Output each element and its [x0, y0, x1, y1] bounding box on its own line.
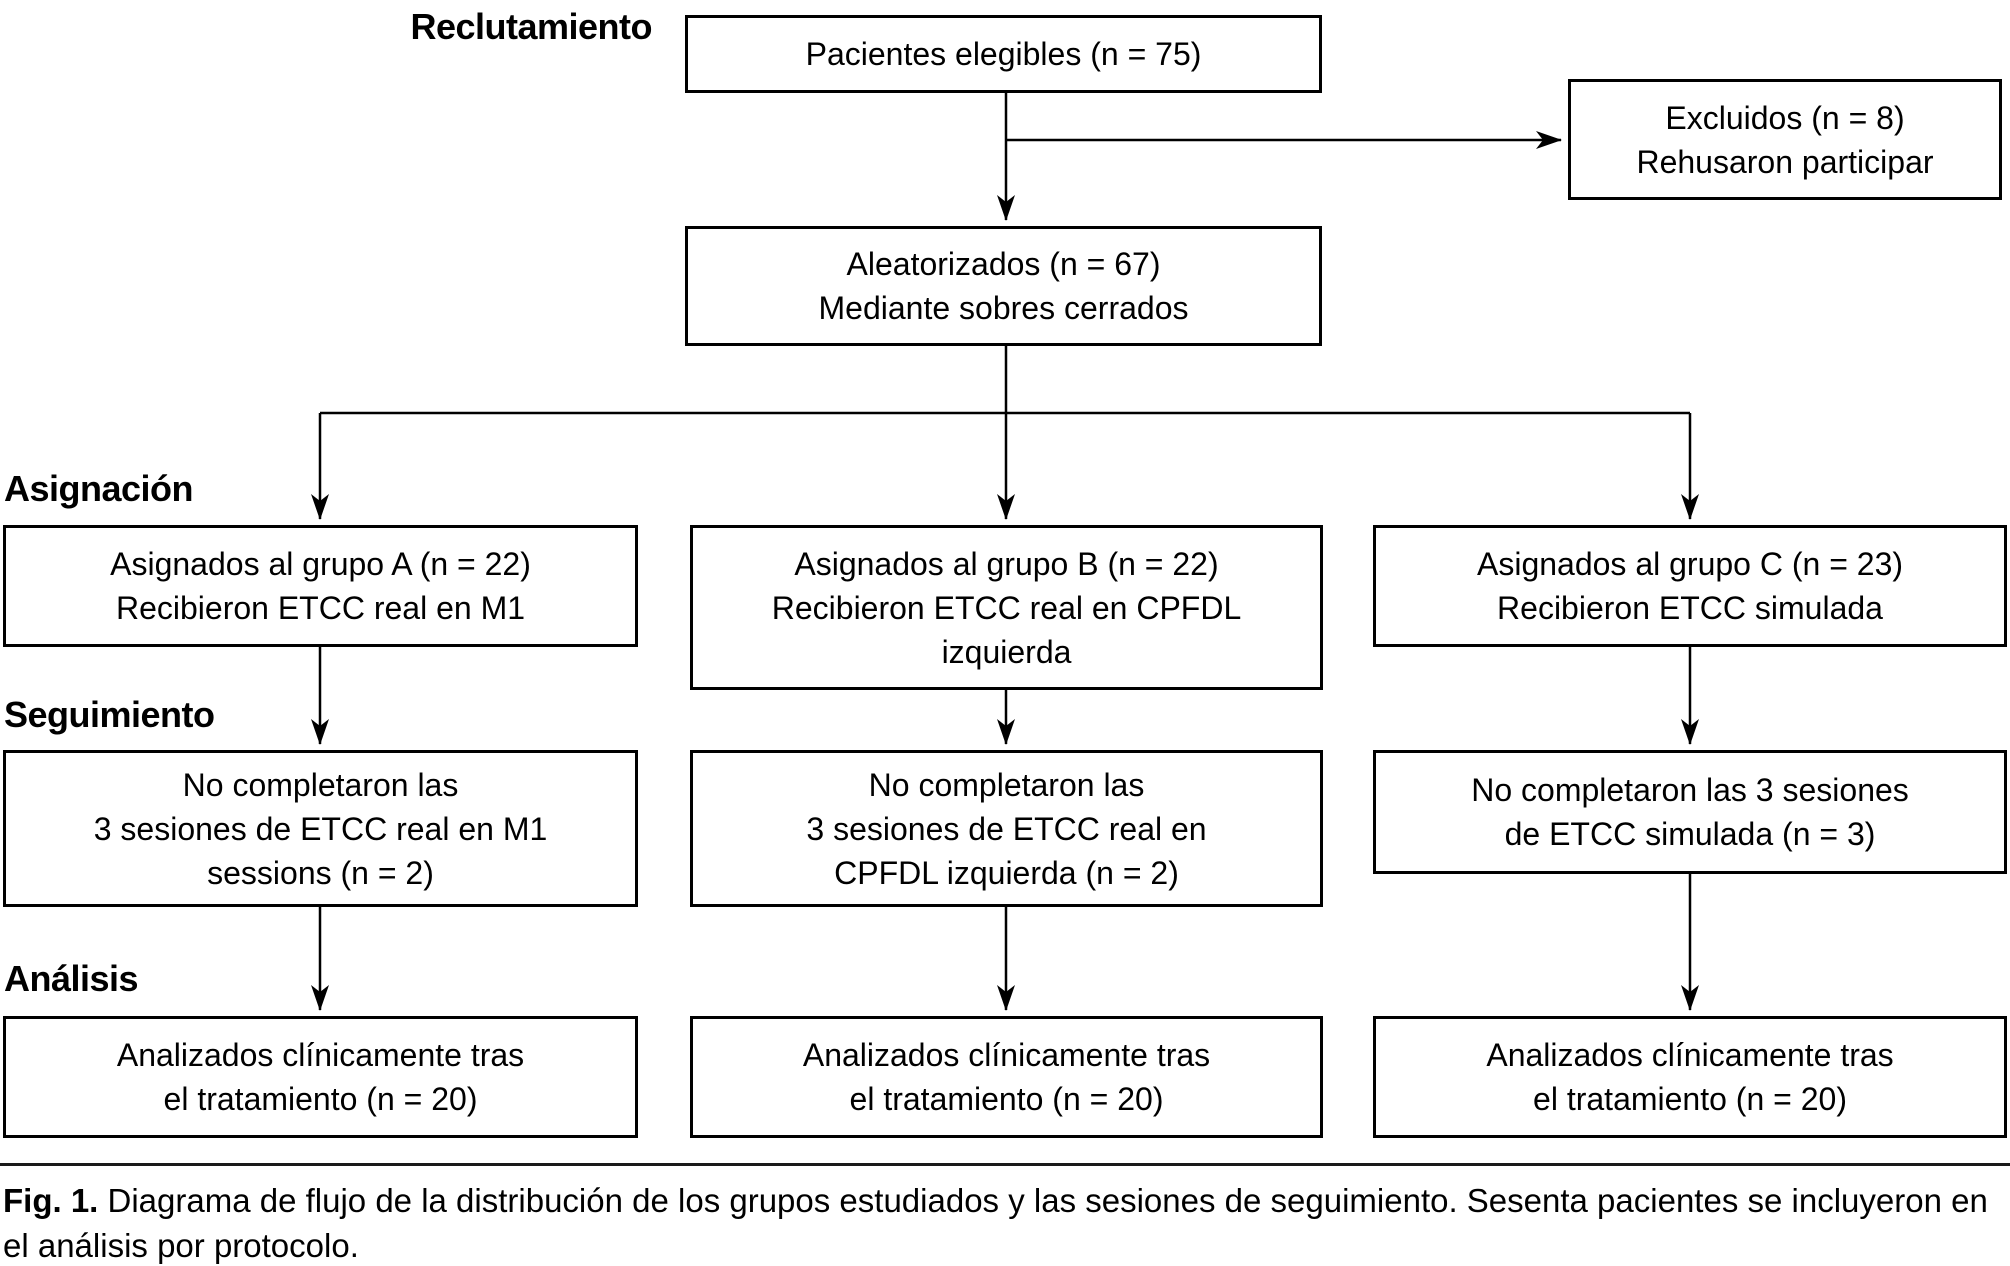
box-line: el tratamiento (n = 20): [163, 1081, 478, 1117]
box-line: izquierda: [941, 633, 1072, 670]
box-line: Recibieron ETCC real en CPFDL: [771, 589, 1242, 626]
box-line: CPFDL izquierda (n = 2): [834, 854, 1179, 891]
box-line: No completaron las 3 sesiones: [1471, 772, 1909, 808]
box-group-c: Asignados al grupo C (n = 23) Recibieron…: [1373, 525, 2007, 647]
box-line: 3 sesiones de ETCC real en: [806, 810, 1207, 847]
box-line: de ETCC simulada (n = 3): [1504, 816, 1876, 852]
box-line: Asignados al grupo B (n = 22): [794, 545, 1219, 582]
box-followup-b: No completaron las 3 sesiones de ETCC re…: [690, 750, 1323, 907]
box-group-a: Asignados al grupo A (n = 22) Recibieron…: [3, 525, 638, 647]
box-line: Recibieron ETCC real en M1: [115, 590, 526, 626]
box-analysis-b: Analizados clínicamente tras el tratamie…: [690, 1016, 1323, 1138]
box-line: el tratamiento (n = 20): [1533, 1081, 1847, 1117]
box-line: Analizados clínicamente tras: [116, 1037, 525, 1073]
box-eligible-patients: Pacientes elegibles (n = 75): [685, 15, 1322, 93]
box-line: Recibieron ETCC simulada: [1497, 590, 1883, 626]
box-excluded: Excluidos (n = 8) Rehusaron participar: [1568, 79, 2002, 200]
box-analysis-a: Analizados clínicamente tras el tratamie…: [3, 1016, 638, 1138]
box-line: Asignados al grupo C (n = 23): [1476, 546, 1904, 582]
stage-label-analysis: Análisis: [4, 958, 139, 999]
box-line: Excluidos (n = 8): [1665, 99, 1905, 136]
box-line: No completaron las: [868, 766, 1145, 803]
box-line: Analizados clínicamente tras: [802, 1037, 1211, 1073]
box-line: 3 sesiones de ETCC real en M1: [93, 810, 548, 847]
figure-caption-text: Diagrama de flujo de la distribución de …: [3, 1182, 1988, 1264]
box-group-b: Asignados al grupo B (n = 22) Recibieron…: [690, 525, 1323, 690]
box-line: sessions (n = 2): [207, 854, 434, 891]
stage-label-followup: Seguimiento: [4, 694, 215, 735]
box-randomized: Aleatorizados (n = 67) Mediante sobres c…: [685, 226, 1322, 346]
caption-divider-rule: [0, 1163, 2010, 1166]
box-line: Analizados clínicamente tras: [1486, 1037, 1894, 1073]
box-line: Aleatorizados (n = 67): [846, 246, 1161, 282]
box-line: Rehusaron participar: [1636, 143, 1934, 180]
figure-caption: Fig. 1. Diagrama de flujo de la distribu…: [3, 1178, 2008, 1266]
box-analysis-c: Analizados clínicamente tras el tratamie…: [1373, 1016, 2007, 1138]
box-line: No completaron las: [182, 766, 459, 803]
box-line: el tratamiento (n = 20): [849, 1081, 1164, 1117]
stage-label-recruitment: Reclutamiento: [410, 6, 652, 47]
figure-caption-label: Fig. 1.: [3, 1182, 99, 1219]
box-line: Asignados al grupo A (n = 22): [110, 546, 531, 582]
box-followup-c: No completaron las 3 sesiones de ETCC si…: [1373, 750, 2007, 874]
box-followup-a: No completaron las 3 sesiones de ETCC re…: [3, 750, 638, 907]
stage-label-allocation: Asignación: [4, 468, 194, 509]
box-line: Mediante sobres cerrados: [818, 290, 1189, 326]
box-line: Pacientes elegibles (n = 75): [805, 36, 1202, 72]
